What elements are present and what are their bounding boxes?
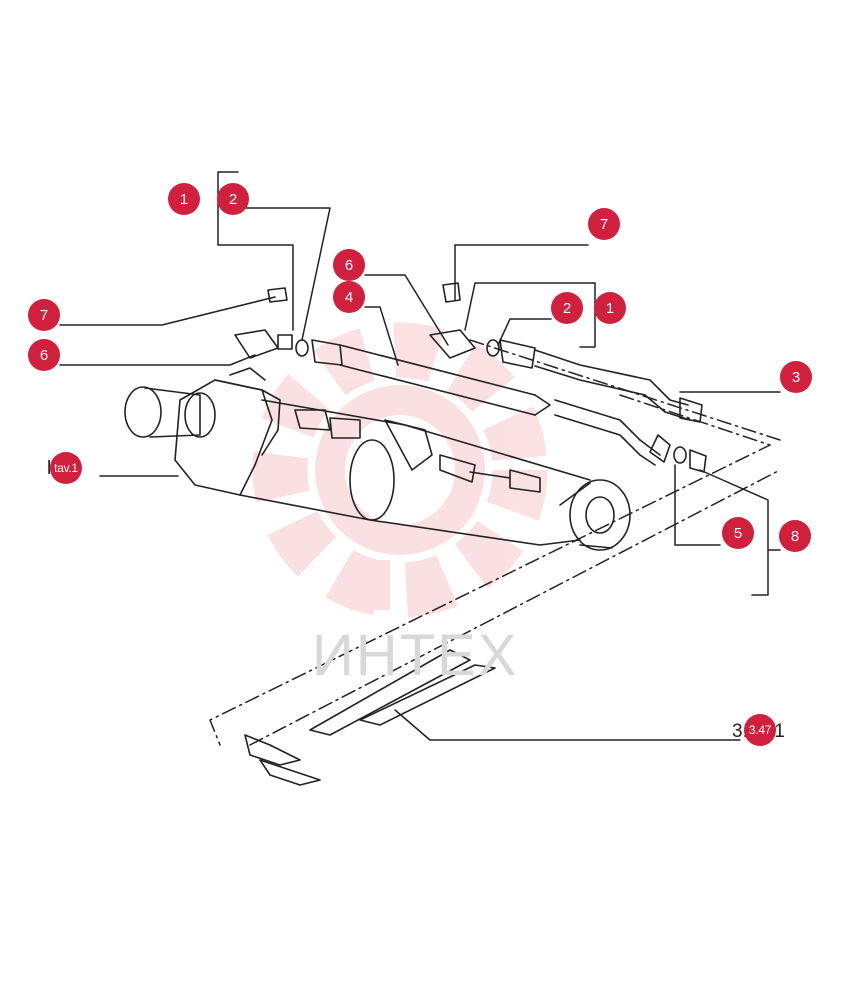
callout-2[interactable]: 2 — [217, 183, 249, 215]
callout-5[interactable]: 5 — [722, 517, 754, 549]
callout-1[interactable]: 1 — [594, 292, 626, 324]
callout-8[interactable]: 8 — [779, 520, 811, 552]
callout-6[interactable]: 6 — [333, 249, 365, 281]
watermark-text: ИНТЕХ — [312, 623, 519, 688]
callout-3[interactable]: 3 — [780, 361, 812, 393]
callout-page-ref[interactable]: 3.47 — [744, 714, 776, 746]
hydraulic-hoses — [234, 282, 707, 786]
callout-6[interactable]: 6 — [28, 339, 60, 371]
leader-lines — [59, 171, 781, 741]
tav-ref-suffix: l — [47, 458, 51, 480]
callout-tav[interactable]: tav.1 — [50, 452, 82, 484]
callout-7[interactable]: 7 — [588, 208, 620, 240]
watermark-gear-icon — [252, 322, 548, 618]
callout-7[interactable]: 7 — [28, 299, 60, 331]
callout-1[interactable]: 1 — [168, 183, 200, 215]
callout-4[interactable]: 4 — [333, 281, 365, 313]
hydraulic-cylinder — [124, 367, 631, 551]
callout-2[interactable]: 2 — [551, 292, 583, 324]
